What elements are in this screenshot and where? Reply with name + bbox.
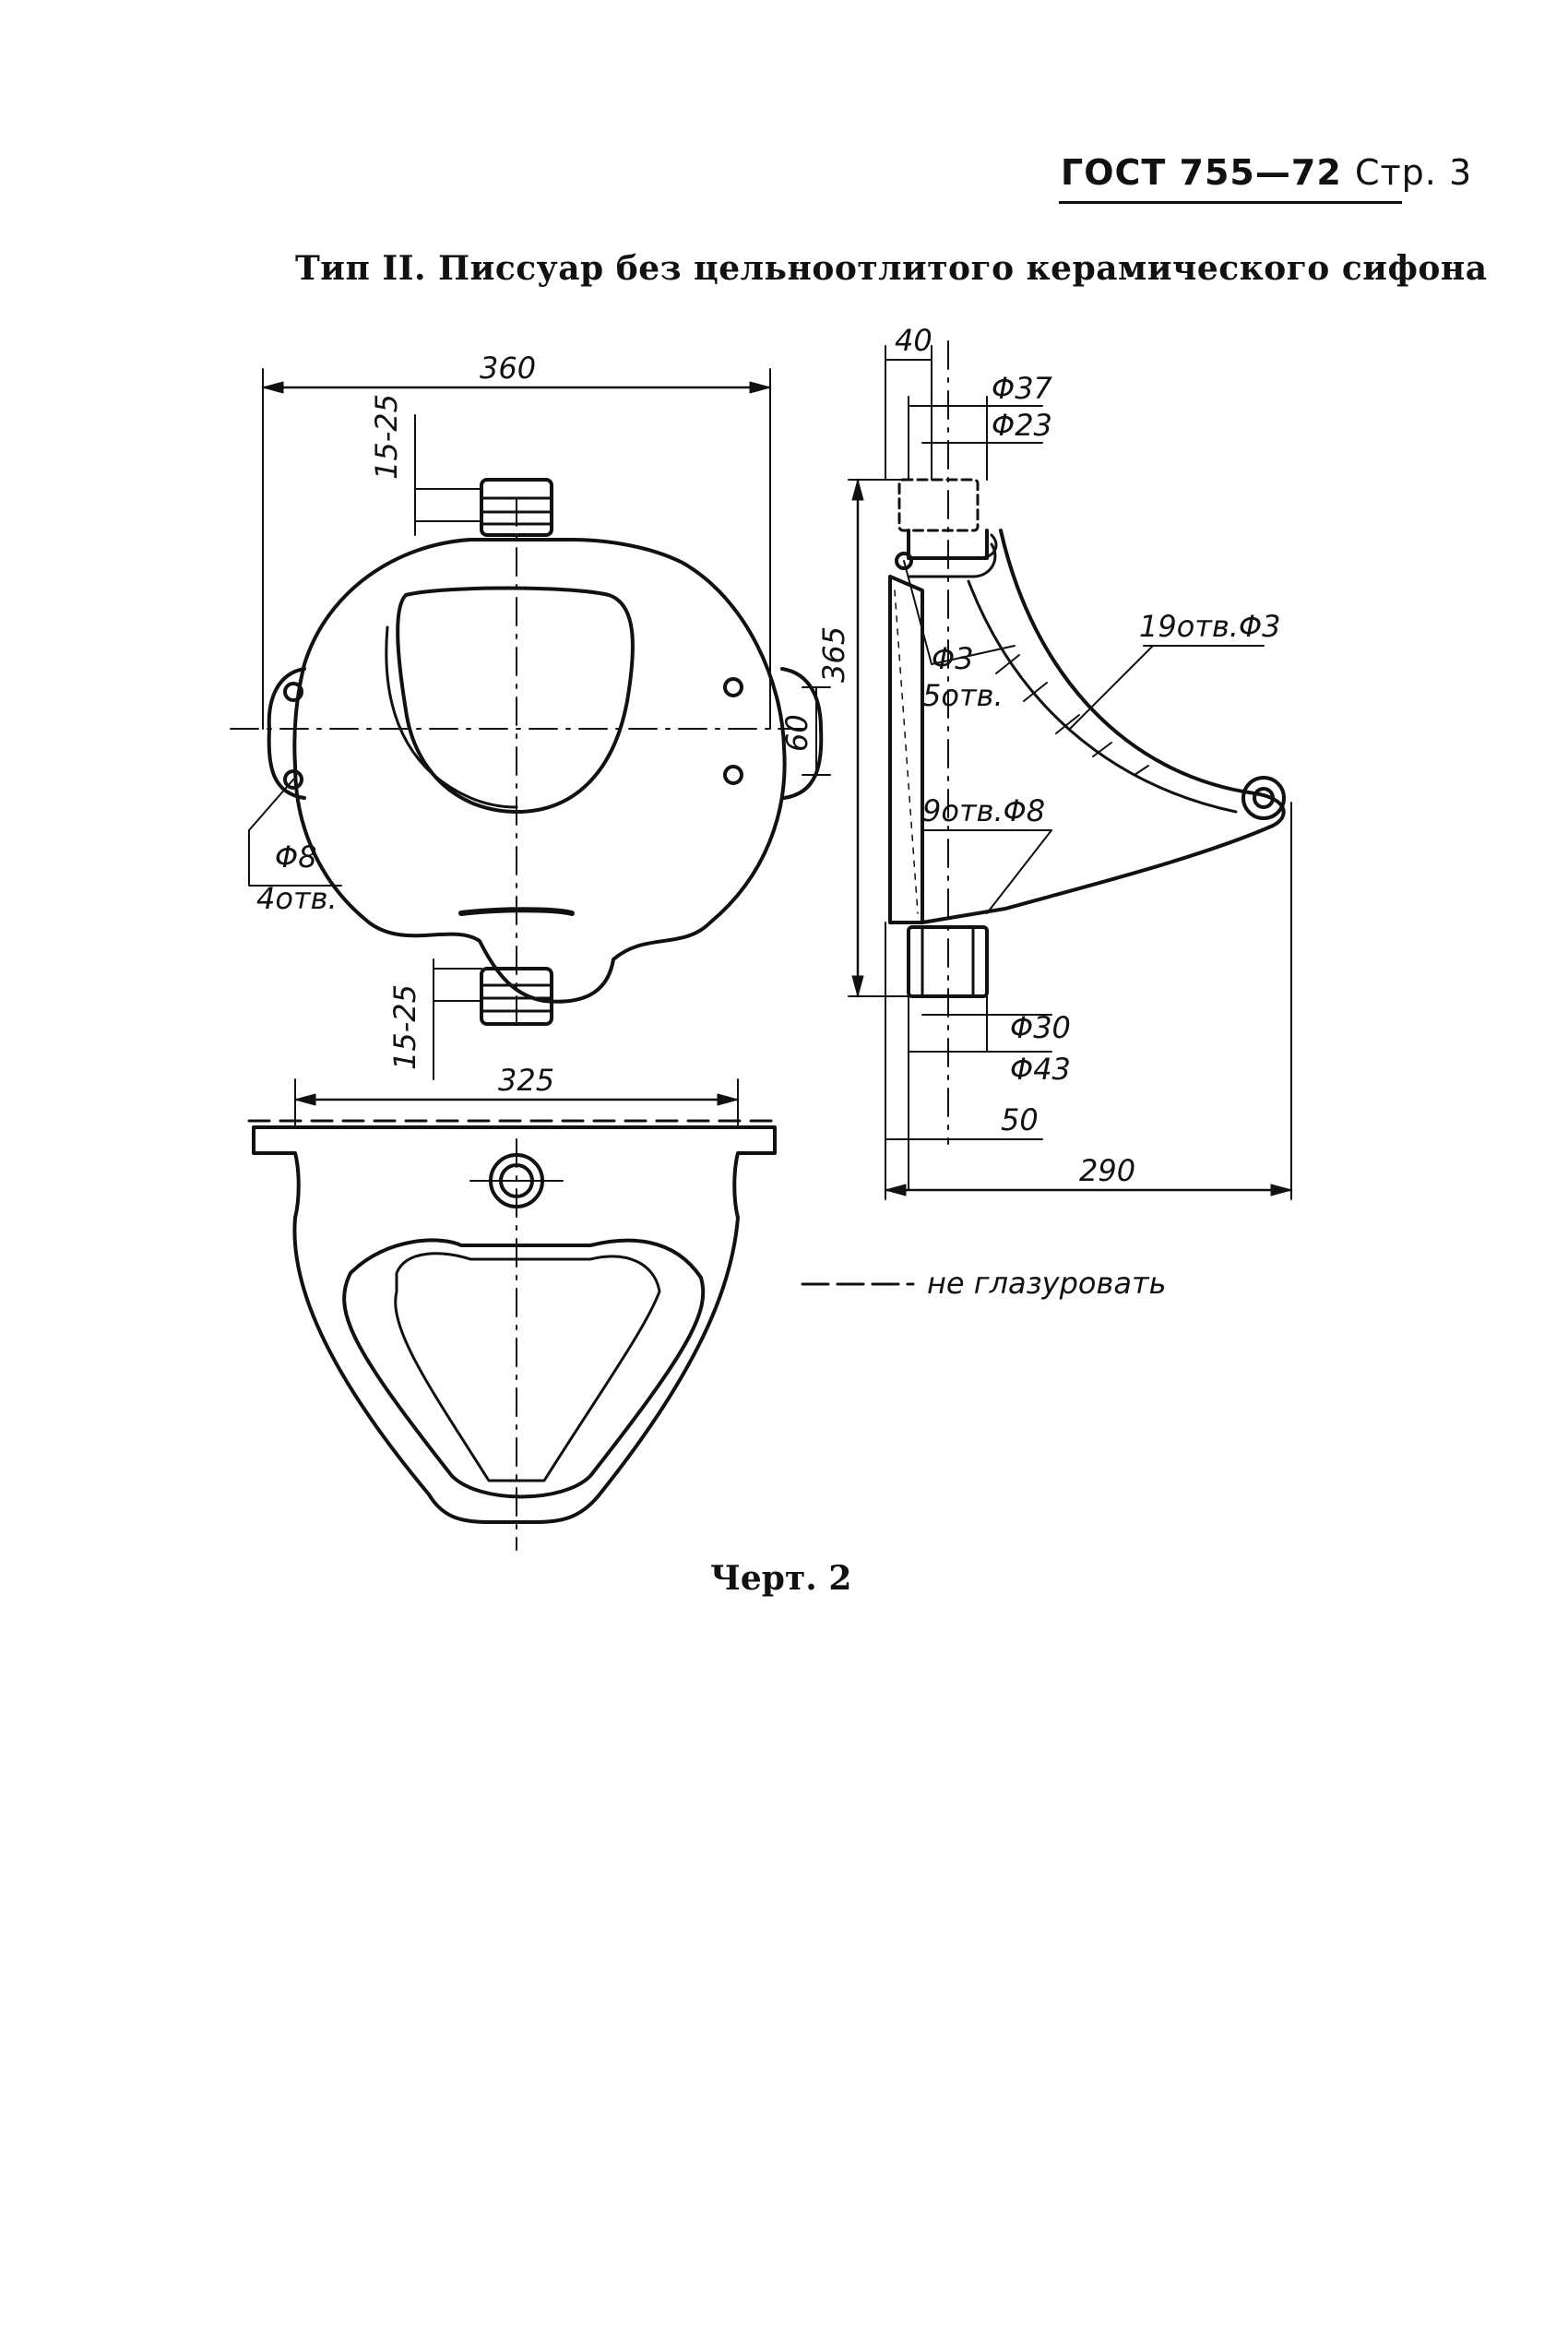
plan-inner-opening xyxy=(342,1238,706,1499)
front-inner-rim xyxy=(385,625,518,809)
dim-side-inner-dia-top: Φ23 xyxy=(992,408,1052,443)
front-right-ear xyxy=(780,667,824,800)
document-header: ГОСТ 755—72 Стр. 3 xyxy=(1061,152,1472,193)
legend-label: не глазуровать xyxy=(927,1266,1166,1301)
dim-side-drain-holes: 9отв.Φ8 xyxy=(922,793,1045,828)
dim-front-holes-dia: Φ8 xyxy=(275,839,317,875)
dim-side-small-holes-dia: Φ3 xyxy=(932,641,974,676)
figure-caption: Черт. 2 xyxy=(710,1559,852,1598)
dim-plan-width: 325 xyxy=(498,1063,554,1098)
page-number: Стр. 3 xyxy=(1355,152,1473,193)
front-view xyxy=(230,368,831,1080)
plan-view xyxy=(247,1078,777,1551)
side-front-curve xyxy=(921,529,1286,924)
front-mount-hole-2 xyxy=(283,769,303,790)
doc-code: ГОСТ 755—72 xyxy=(1061,152,1342,193)
front-mount-hole-1 xyxy=(283,682,303,702)
dim-side-top-offset: 40 xyxy=(895,323,932,358)
dim-side-small-holes-count: 5отв. xyxy=(922,678,1004,713)
dim-side-drain-inner-dia: Φ30 xyxy=(1010,1010,1071,1045)
front-bowl-outline xyxy=(292,538,787,1004)
dim-front-bottom-outlet: 15-25 xyxy=(387,984,422,1070)
dim-side-height: 365 xyxy=(816,626,851,683)
dim-side-outer-dia-top: Φ37 xyxy=(992,371,1053,406)
front-inner-opening xyxy=(396,586,635,814)
dim-front-top-outlet: 15-25 xyxy=(369,394,404,480)
dim-side-drain-offset: 50 xyxy=(1001,1102,1039,1137)
front-mount-hole-4 xyxy=(723,765,743,785)
dim-front-width: 360 xyxy=(480,351,536,386)
dim-side-drain-outer-dia: Φ43 xyxy=(1010,1052,1071,1087)
front-mount-hole-3 xyxy=(723,677,743,697)
side-view xyxy=(848,340,1293,1200)
dim-front-offset: 60 xyxy=(779,714,814,752)
dim-side-rim-holes: 19отв.Φ3 xyxy=(1139,609,1281,644)
drawing-title: Тип II. Писсуар без цельноотлитого керам… xyxy=(295,249,1488,288)
header-rule xyxy=(1059,201,1402,204)
plan-outline xyxy=(252,1125,777,1524)
dim-front-holes-count: 4отв. xyxy=(256,881,338,916)
side-small-hole xyxy=(895,552,913,570)
side-top-inlet xyxy=(897,478,980,532)
dim-side-depth: 290 xyxy=(1079,1153,1135,1188)
